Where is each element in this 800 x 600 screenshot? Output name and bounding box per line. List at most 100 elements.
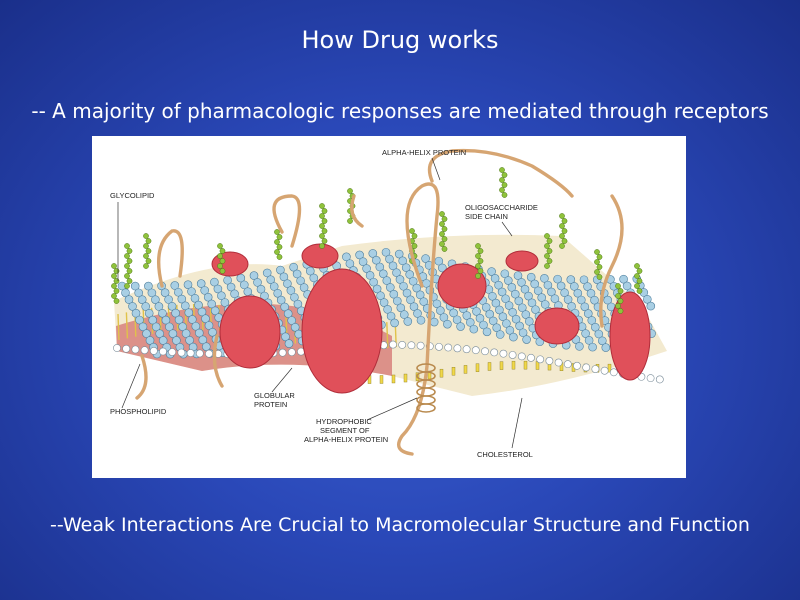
phospholipid-head — [249, 271, 259, 280]
oligosaccharide-bead — [559, 243, 565, 249]
phospholipid-head — [498, 312, 508, 322]
membrane-illustration: ALPHA-HELIX PROTEIN GLYCOLIPID OLIGOSACC… — [110, 148, 667, 459]
phospholipid-head — [368, 249, 378, 258]
phospholipid-head — [524, 317, 534, 326]
phospholipid-head — [269, 282, 279, 291]
phospholipid-head — [201, 314, 210, 323]
phospholipid-head — [121, 288, 130, 298]
phospholipid-head — [590, 295, 599, 305]
oligosaccharide-bead — [499, 177, 505, 183]
phospholipid-head — [494, 280, 503, 290]
phospholipid-head — [395, 275, 405, 284]
phospholipid-head — [449, 308, 458, 318]
oligosaccharide-bead — [219, 248, 226, 254]
phospholipid-head-lower — [536, 355, 545, 364]
alpha-helix-strand — [135, 354, 148, 400]
oligosaccharide-bead — [615, 303, 621, 309]
phospholipid-head — [392, 268, 401, 277]
phospholipid-head — [497, 287, 507, 297]
phospholipid-head — [472, 307, 481, 316]
phospholipid-head — [131, 308, 141, 318]
phospholipid-head — [200, 286, 209, 295]
phospholipid-head — [622, 281, 632, 291]
label-cholesterol: CHOLESTEROL — [477, 450, 533, 459]
phospholipid-head — [508, 308, 517, 317]
oligosaccharide-bead — [347, 218, 353, 224]
phospholipid-head — [567, 302, 576, 311]
leader-oligosaccharide — [501, 221, 513, 237]
oligosaccharide-bead — [126, 258, 133, 264]
phospholipid-head — [292, 269, 302, 279]
phospholipid-head-lower — [159, 347, 167, 356]
oligosaccharide-bead — [124, 273, 130, 279]
phospholipid-head — [226, 282, 236, 292]
phospholipid-head — [543, 280, 553, 290]
phospholipid-head — [537, 293, 547, 302]
phospholipid-head — [518, 328, 528, 338]
oligosaccharide-bead — [145, 248, 152, 254]
phospholipid-head — [171, 308, 180, 318]
phospholipid-head — [284, 339, 294, 348]
oligosaccharide-bead — [596, 264, 603, 270]
oligosaccharide-bead — [615, 293, 621, 299]
globular-protein-left — [219, 295, 281, 369]
phospholipid-head — [479, 320, 488, 330]
phospholipid-head — [280, 302, 289, 312]
phospholipid-head-lower — [398, 340, 407, 349]
phospholipid-head — [456, 322, 465, 331]
lipid-tail — [117, 313, 120, 341]
phospholipid-head — [170, 281, 180, 290]
phospholipid-head — [141, 302, 151, 311]
oligosaccharide-bead — [475, 253, 481, 259]
globular-protein-right — [534, 307, 580, 345]
oligosaccharide-bead — [143, 263, 149, 269]
phospholipid-head-lower — [186, 349, 195, 357]
phospholipid-head-lower — [453, 344, 462, 353]
phospholipid-head — [509, 332, 518, 342]
hydrophobic-coil — [416, 387, 436, 397]
phospholipid-head — [642, 294, 652, 304]
oligosaccharide-bead — [126, 278, 133, 284]
oligosaccharide-bead — [634, 283, 640, 289]
cholesterol-molecule — [487, 362, 492, 371]
phospholipid-head-lower — [600, 366, 609, 375]
oligosaccharide-bead — [544, 243, 550, 249]
phospholipid-head-lower — [131, 345, 140, 354]
oligosaccharide-bead — [145, 258, 152, 264]
phospholipid-head — [580, 302, 590, 312]
phospholipid-head — [432, 299, 442, 309]
phospholipid-head — [439, 313, 449, 322]
phospholipid-head — [287, 316, 296, 325]
phospholipid-head — [514, 296, 524, 306]
phospholipid-head — [290, 292, 299, 302]
oligosaccharide-bead — [276, 234, 283, 240]
oligosaccharide-bead — [319, 213, 325, 219]
oligosaccharide-bead — [561, 238, 568, 244]
phospholipid-head — [522, 335, 531, 344]
phospholipid-head — [510, 289, 520, 299]
lipid-tail — [125, 312, 129, 339]
phospholipid-head — [488, 316, 498, 326]
phospholipid-head — [505, 326, 515, 335]
phospholipid-head-lower — [113, 344, 121, 352]
phospholipid-head — [128, 302, 137, 311]
phospholipid-head — [293, 299, 303, 309]
phospholipid-head — [520, 284, 530, 294]
alpha-helix-strand — [272, 194, 302, 248]
oligosaccharide-bead — [124, 283, 130, 289]
phospholipid-head-lower — [481, 347, 489, 356]
phospholipid-head — [124, 295, 134, 304]
cholesterol-molecule — [475, 363, 480, 372]
phospholipid-head — [144, 281, 153, 291]
phospholipid-head — [416, 315, 426, 325]
phospholipid-head — [230, 289, 239, 299]
phospholipid-head — [406, 295, 415, 305]
phospholipid-head-lower — [416, 341, 425, 350]
oligosaccharide-bead — [219, 258, 226, 264]
oligosaccharide-bead — [274, 239, 280, 245]
phospholipid-head-lower — [554, 358, 563, 367]
phospholipid-head-lower — [407, 341, 416, 350]
phospholipid-head — [573, 288, 583, 298]
oligosaccharide-bead — [274, 249, 280, 255]
leader-phospholipid — [121, 363, 141, 409]
